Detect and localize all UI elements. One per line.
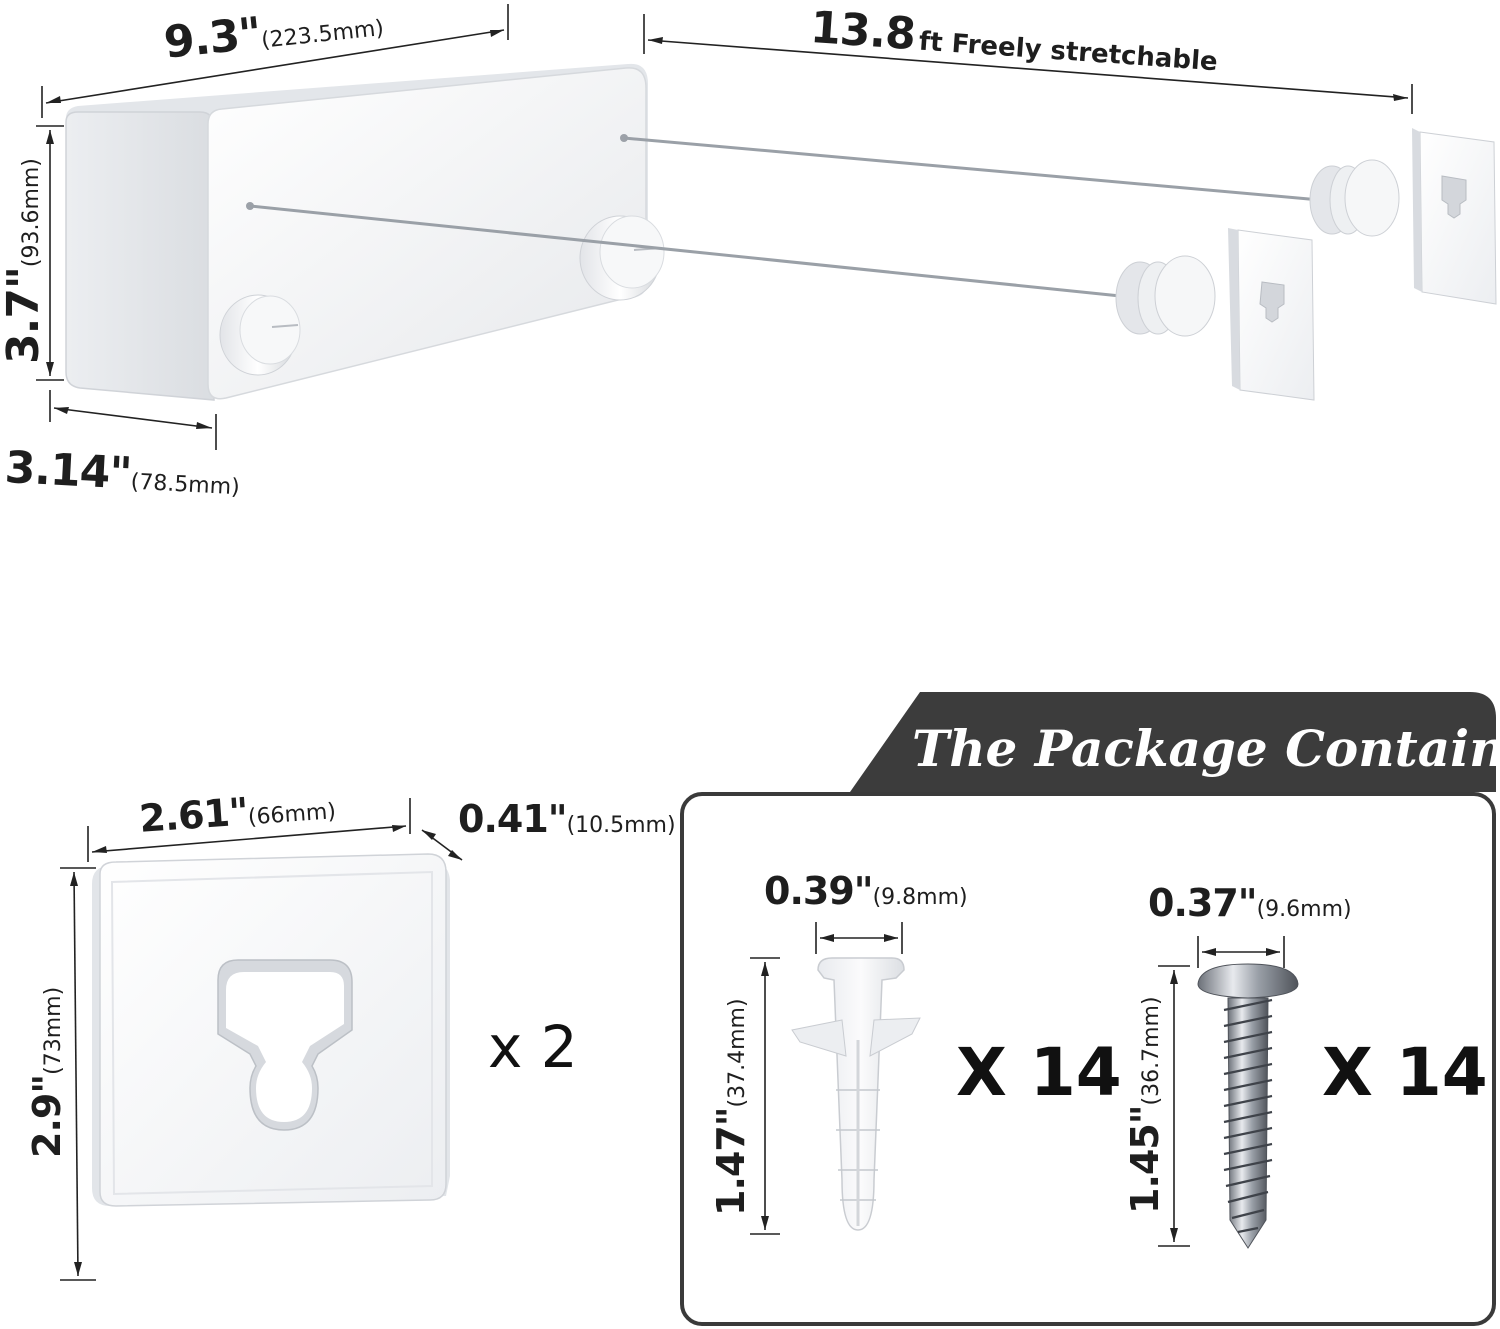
wall-plate-upper	[1412, 128, 1497, 305]
dimension-lines-plate	[60, 798, 463, 1281]
plate-height-label: 2.9"(73mm)	[25, 986, 69, 1158]
screw-quantity: X 14	[1322, 1034, 1488, 1111]
cables	[249, 136, 1321, 299]
anchor-length-label: 1.47"(37.4mm)	[709, 998, 753, 1216]
plate-thickness-inch: 0.41"	[458, 797, 568, 841]
anchor-width-mm: (9.8mm)	[872, 885, 968, 910]
unit-height-inch: 3.7"	[0, 267, 49, 364]
package-title: The Package Contains	[912, 719, 1500, 778]
screw-width-mm: (9.6mm)	[1256, 897, 1352, 922]
clothesline-unit	[65, 63, 665, 401]
cable-end-upper	[1309, 159, 1400, 237]
screw-length-inch: 1.45"	[1123, 1105, 1167, 1214]
package-banner	[850, 692, 1496, 792]
unit-width-inch: 9.3"	[161, 7, 264, 69]
wall-plate-lower	[1228, 228, 1315, 401]
screw-length-label: 1.45"(36.7mm)	[1123, 996, 1167, 1214]
unit-height-mm: (93.6mm)	[19, 158, 44, 268]
screw	[1197, 963, 1299, 1249]
dimension-lines-screw	[1158, 936, 1285, 1247]
knob-right	[579, 215, 665, 301]
screw-width-inch: 0.37"	[1148, 881, 1258, 925]
unit-height-label: 3.7"(93.6mm)	[0, 158, 49, 364]
dimension-lines-unit	[36, 4, 1413, 450]
unit-depth-mm: (78.5mm)	[130, 469, 241, 501]
anchor-length-mm: (37.4mm)	[725, 998, 750, 1108]
anchor-length-inch: 1.47"	[709, 1107, 753, 1216]
anchor-width-inch: 0.39"	[764, 869, 874, 913]
plate-height-mm: (73mm)	[41, 986, 66, 1075]
plate-height-inch: 2.9"	[25, 1074, 69, 1158]
package-frame	[680, 792, 1496, 1326]
unit-depth-inch: 3.14"	[3, 442, 133, 500]
anchor-width-label: 0.39"(9.8mm)	[764, 872, 968, 910]
plate-thickness-mm: (10.5mm)	[566, 813, 676, 838]
wall-anchor	[791, 957, 921, 1231]
anchor-quantity: X 14	[956, 1034, 1122, 1111]
screw-width-label: 0.37"(9.6mm)	[1148, 884, 1352, 922]
dimension-lines-anchor	[750, 922, 903, 1235]
plate-quantity: x 2	[488, 1013, 578, 1081]
cable-length-value: 13.8	[808, 2, 917, 61]
wall-plate-large	[92, 853, 450, 1207]
screw-length-mm: (36.7mm)	[1139, 996, 1164, 1106]
plate-thickness-label: 0.41"(10.5mm)	[458, 800, 676, 838]
cable-end-lower	[1115, 255, 1216, 337]
plate-width-inch: 2.61"	[137, 789, 250, 841]
knob-left	[219, 294, 301, 376]
